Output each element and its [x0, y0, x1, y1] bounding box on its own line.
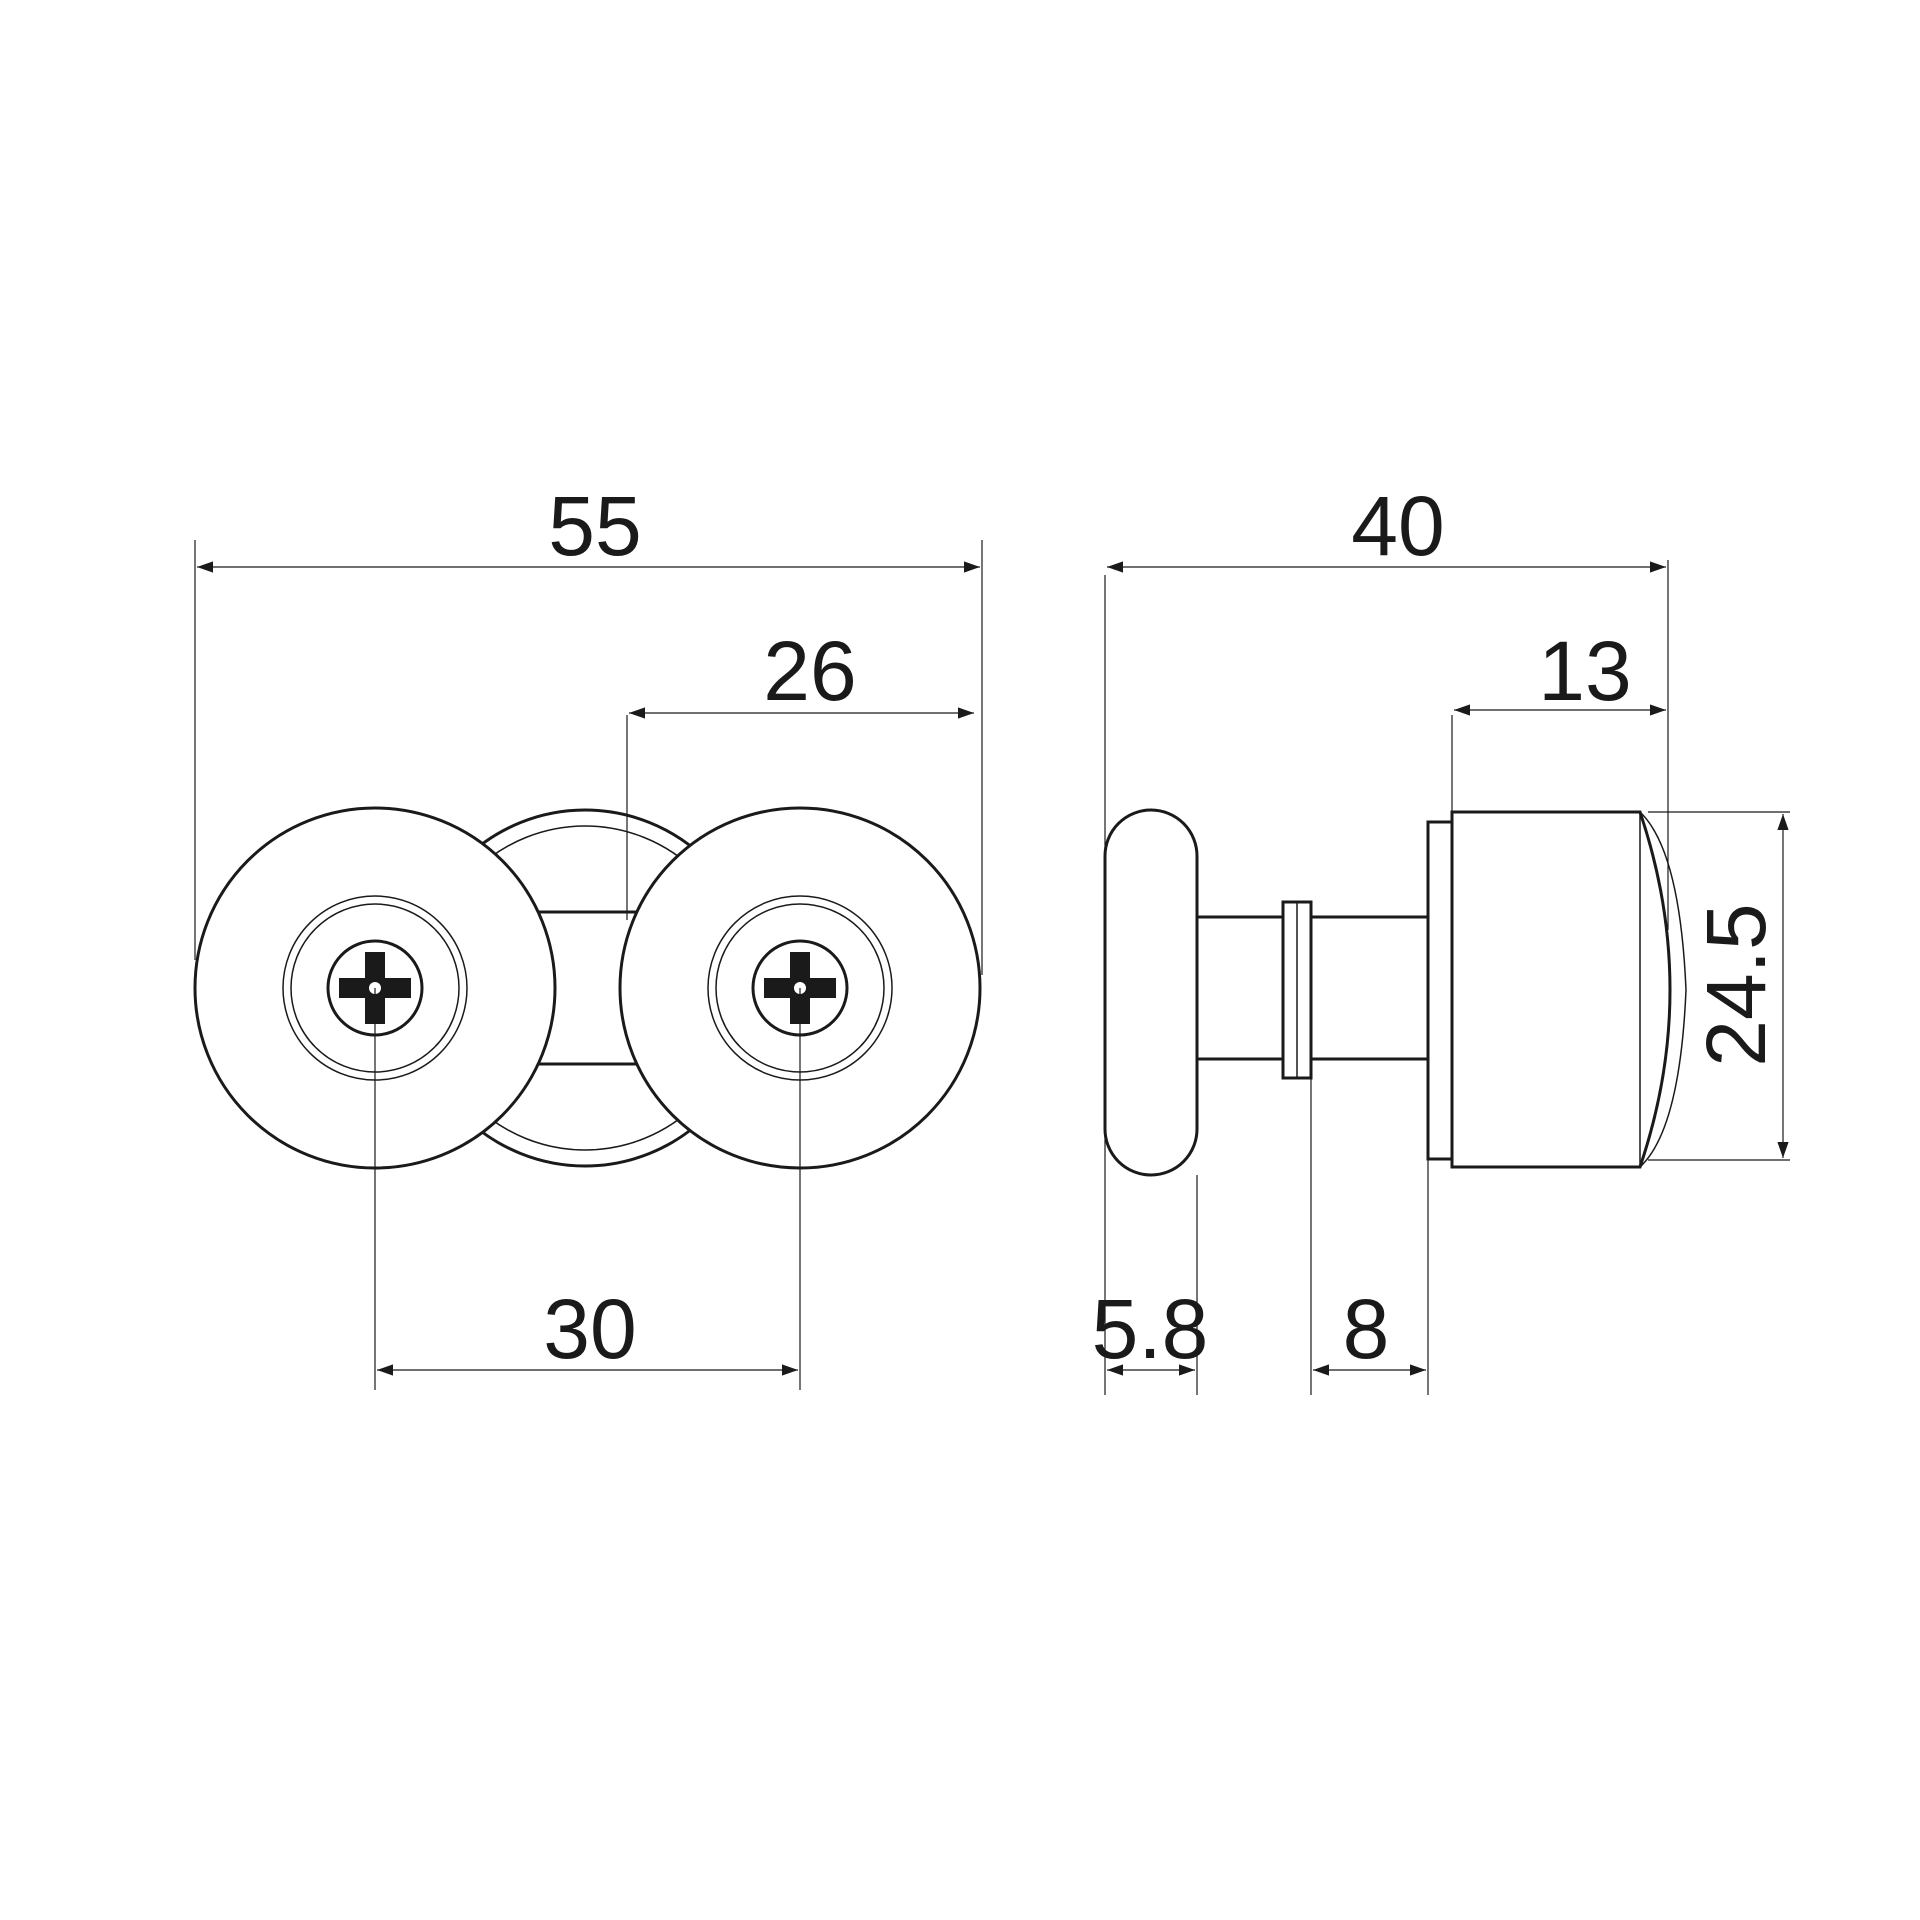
roller-wheel-profile [1103, 808, 1199, 1177]
dimension-label-axle-spacing: 30 [543, 1282, 636, 1376]
front-view: 55 26 30 [193, 479, 983, 1390]
dimension-overall-width: 55 [194, 479, 983, 975]
shaft-rear [1309, 915, 1430, 1061]
dimension-label-body-diameter: 24.5 [1689, 903, 1783, 1067]
mounting-body [1450, 810, 1672, 1169]
dimension-label-wheel-thickness: 5.8 [1092, 1282, 1209, 1376]
dimension-label-shaft-length: 8 [1343, 1282, 1390, 1376]
dimension-label-overall-depth: 40 [1351, 479, 1444, 573]
dimension-axle-spacing: 30 [374, 988, 801, 1390]
dimension-label-overall-width: 55 [548, 479, 641, 573]
side-view: 40 13 24.5 5.8 8 [1092, 479, 1790, 1395]
dimension-label-roller-offset: 26 [763, 624, 856, 718]
body-flange [1426, 820, 1454, 1161]
shaft-front [1195, 915, 1285, 1061]
dimension-overall-depth: 40 [1104, 479, 1669, 1395]
dimension-shaft-length: 8 [1310, 1078, 1429, 1395]
dimension-wheel-thickness: 5.8 [1092, 1175, 1209, 1395]
dimension-body-diameter: 24.5 [1648, 811, 1790, 1161]
dimension-roller-offset: 26 [626, 624, 974, 920]
dimension-label-body-length: 13 [1538, 624, 1631, 718]
dimension-body-length: 13 [1451, 624, 1666, 812]
